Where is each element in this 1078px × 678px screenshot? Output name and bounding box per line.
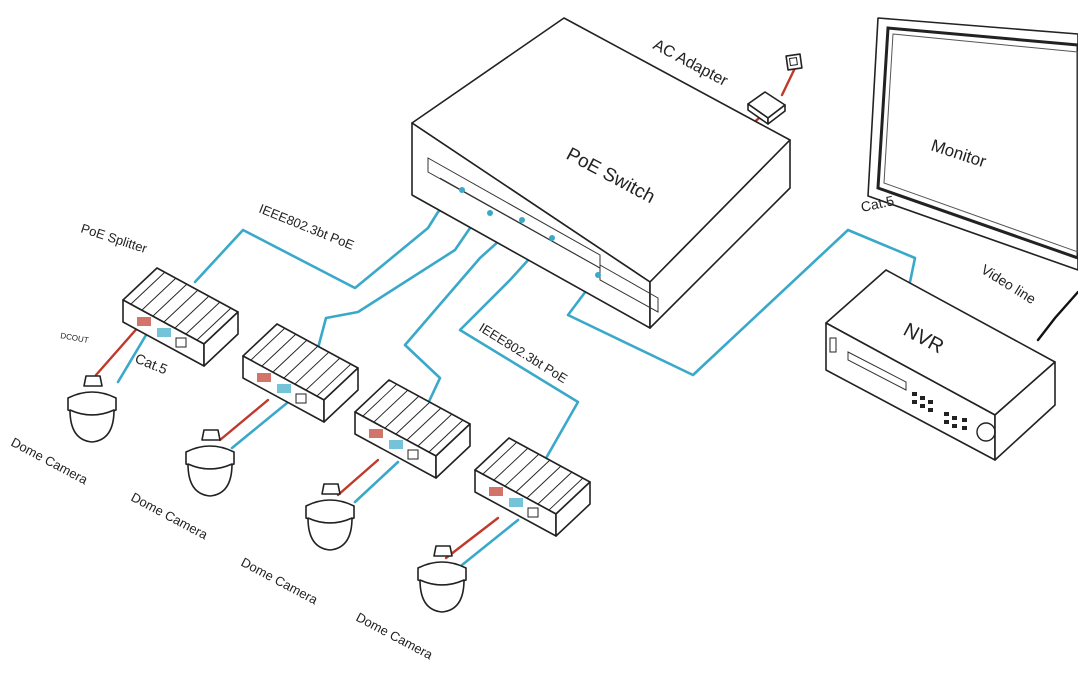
cable-splitter-camera-2 — [230, 401, 289, 450]
power-cable-socket-adapter — [780, 66, 797, 97]
dc-out-label: DCOUT — [60, 331, 90, 345]
cable-switch-splitter-3 — [403, 218, 524, 412]
poe-splitter-device — [122, 267, 239, 367]
monitor-icon: Monitor — [867, 17, 1078, 271]
poe-splitter-label: PoE Splitter — [79, 221, 150, 257]
poe-splitter-device — [354, 379, 471, 479]
power-cable-splitter-camera-3 — [336, 458, 380, 497]
nvr-device: NVR — [825, 269, 1056, 461]
power-cable-splitter-camera-1 — [94, 323, 142, 377]
cat5-label-left: Cat.5 — [133, 350, 170, 377]
power-cable-splitter-camera-4 — [444, 516, 500, 560]
dome-camera-icon — [417, 545, 467, 613]
power-cable-splitter-camera-2 — [218, 398, 270, 442]
camera-label-1: Dome Camera — [9, 434, 91, 487]
cat5-label-top: Cat.5 — [859, 192, 895, 215]
switch-port-2 — [487, 210, 493, 216]
poe-splitter-device — [242, 323, 359, 423]
video-cable-nvr-monitor — [1036, 290, 1078, 342]
camera-label-4: Dome Camera — [354, 609, 436, 662]
ac-adapter-icon — [747, 91, 786, 125]
camera-label-3: Dome Camera — [239, 554, 321, 607]
dome-camera-icon — [305, 483, 355, 551]
camera-label-2: Dome Camera — [129, 489, 211, 542]
switch-port-1 — [459, 187, 465, 193]
nvr-buttons — [912, 392, 967, 430]
video-cable — [1036, 290, 1078, 342]
switch-port-3 — [519, 217, 525, 223]
video-line-label: Video line — [978, 261, 1039, 307]
dome-camera-icon — [185, 429, 235, 497]
cable-splitter-camera-4 — [460, 518, 520, 567]
wall-socket-icon — [785, 53, 803, 71]
poe-splitter-device — [474, 437, 591, 537]
cable-switch-nvr — [566, 228, 917, 377]
cable-splitter-camera-3 — [353, 460, 400, 504]
dome-camera-icon — [67, 375, 117, 443]
ieee-label-2: IEEE802.3bt PoE — [476, 320, 570, 387]
poe-switch-device: PoE Switch — [411, 17, 791, 329]
switch-uplink-port — [595, 272, 601, 278]
switch-port-4 — [549, 235, 555, 241]
